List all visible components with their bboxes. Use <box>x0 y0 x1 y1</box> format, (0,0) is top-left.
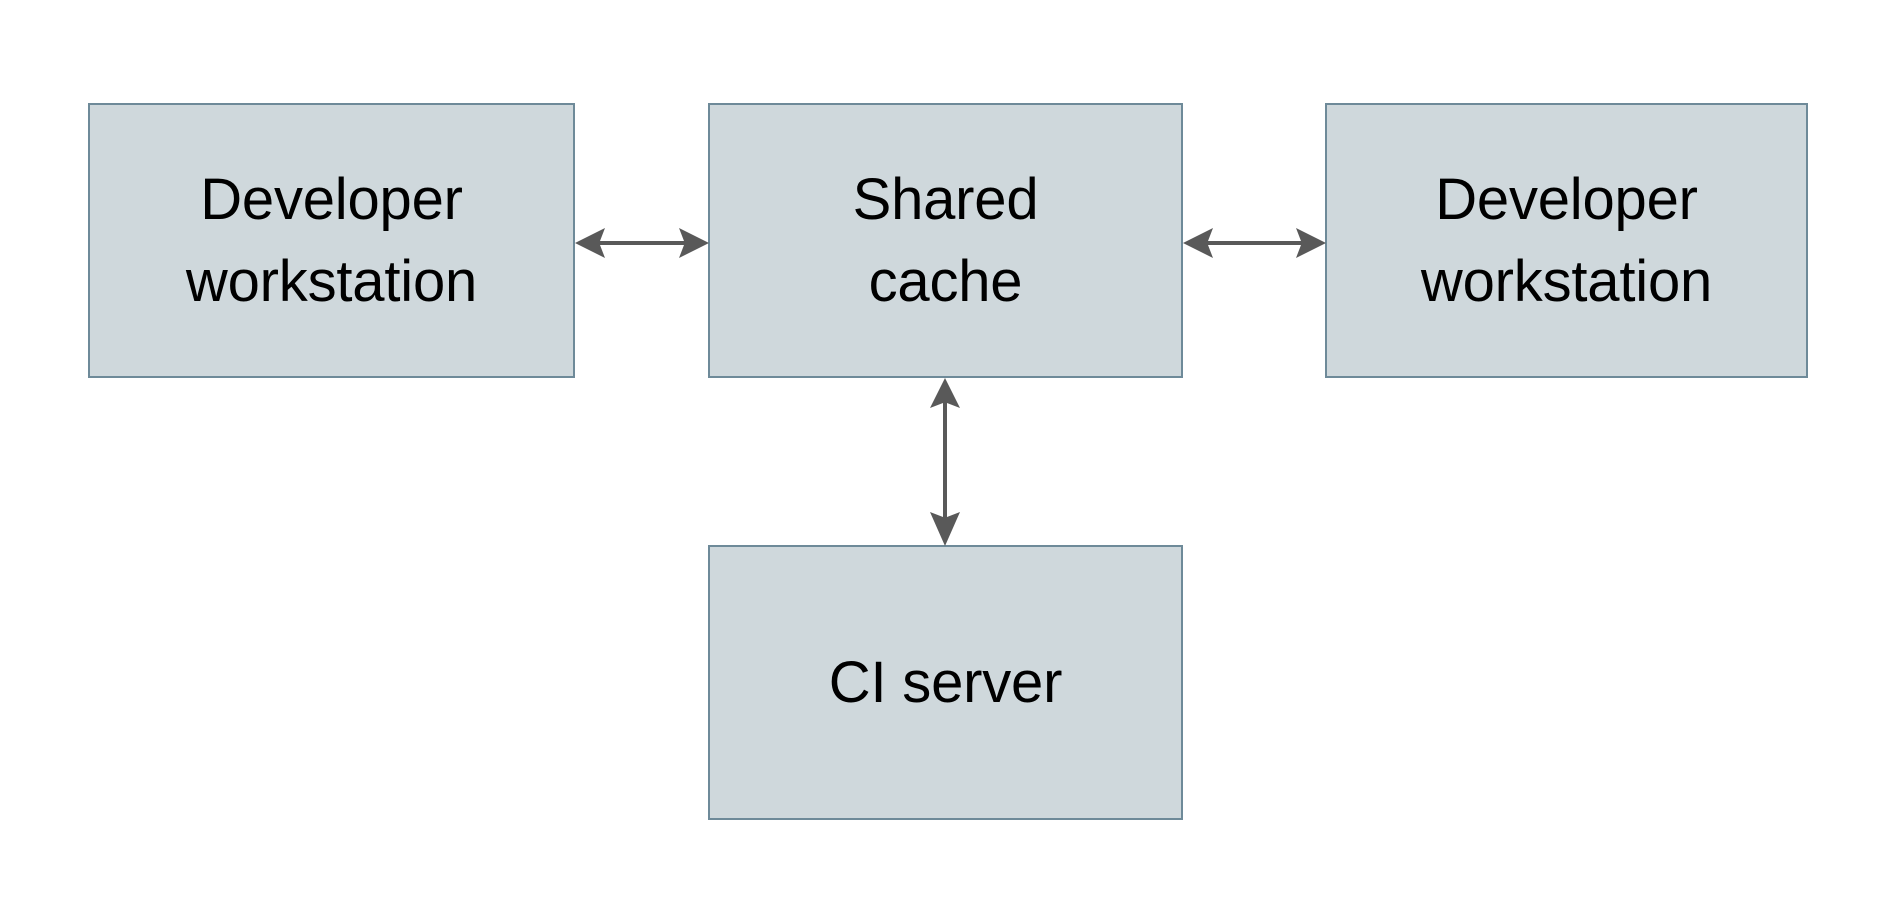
node-label: Developer workstation <box>185 167 478 314</box>
node-label: Shared cache <box>852 167 1039 314</box>
connector-developer-workstation-left-to-shared-cache[interactable] <box>569 218 715 268</box>
node-label: Developer workstation <box>1420 167 1713 314</box>
double-arrow-icon <box>1183 228 1326 258</box>
double-arrow-icon <box>930 378 960 546</box>
node-ci-server[interactable]: CI server <box>708 545 1183 820</box>
node-shared-cache[interactable]: Shared cache <box>708 103 1183 378</box>
node-developer-workstation-right[interactable]: Developer workstation <box>1325 103 1808 378</box>
double-arrow-icon <box>575 228 709 258</box>
connector-shared-cache-to-ci-server[interactable] <box>920 372 970 552</box>
node-developer-workstation-left[interactable]: Developer workstation <box>88 103 575 378</box>
node-label: CI server <box>828 649 1063 715</box>
connector-shared-cache-to-developer-workstation-right[interactable] <box>1177 218 1332 268</box>
